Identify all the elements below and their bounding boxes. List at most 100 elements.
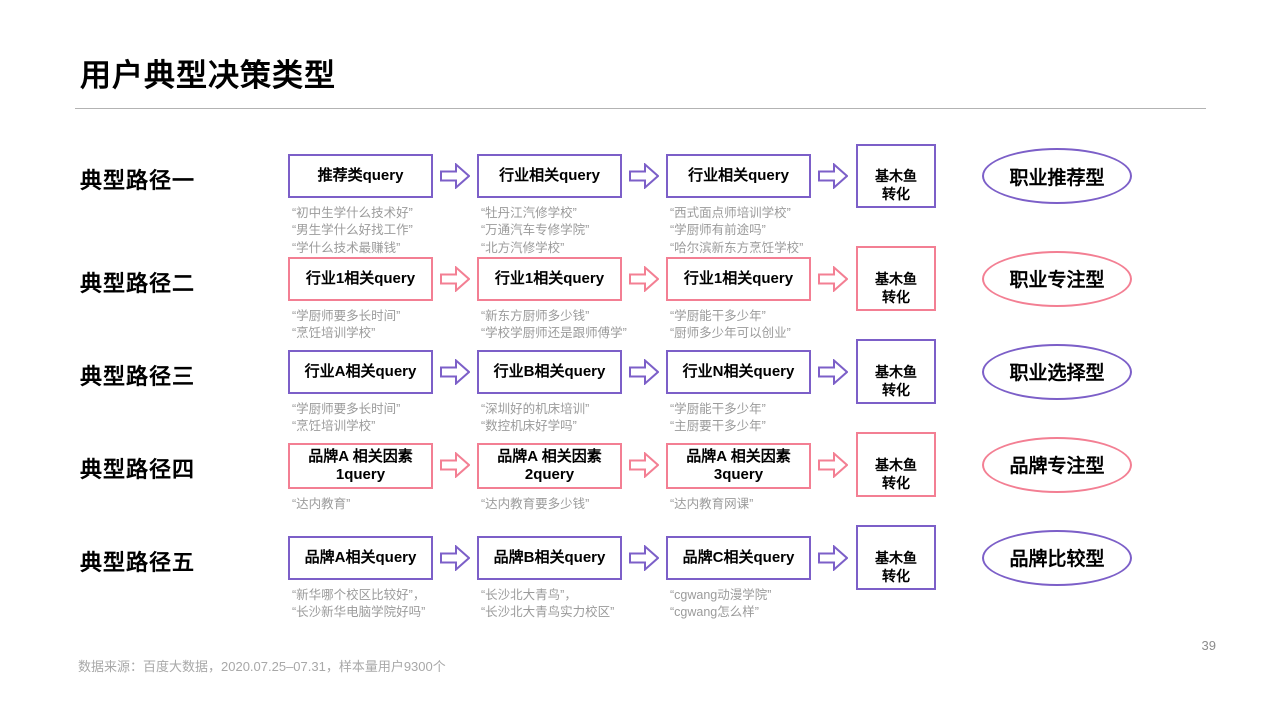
query-step: 品牌A相关query“新华哪个校区比较好”，“长沙新华电脑学院好吗” bbox=[288, 535, 433, 622]
query-example: “厨师多少年可以创业” bbox=[670, 326, 791, 340]
query-box: 行业相关query bbox=[477, 154, 622, 198]
query-example: “cgwang怎么样” bbox=[670, 605, 759, 619]
arrow-right-icon bbox=[622, 257, 666, 301]
query-box: 推荐类query bbox=[288, 154, 433, 198]
query-example: “万通汽车专修学院” bbox=[481, 223, 590, 238]
conversion-box-label: 基木鱼 转化 bbox=[875, 456, 917, 491]
query-example: “学厨师有前途吗” bbox=[670, 223, 766, 238]
query-examples: “深圳好的机床培训” “数控机床好学吗” bbox=[477, 401, 622, 436]
query-box: 品牌C相关query bbox=[666, 535, 811, 580]
query-example: “长沙北大青鸟”， bbox=[481, 587, 577, 602]
query-example: “北方汽修学校” bbox=[481, 240, 565, 255]
query-step: 行业1相关query“学厨师要多长时间”“烹饪培训学校” bbox=[288, 256, 433, 343]
arrow-right-icon bbox=[433, 536, 477, 580]
query-step: 行业N相关query “学厨能干多少年” “主厨要干多少年” bbox=[666, 349, 811, 436]
arrow-right-icon bbox=[811, 536, 855, 580]
query-examples: “达内教育” bbox=[288, 496, 433, 513]
query-step: 品牌C相关query “cgwang动漫学院” “cgwang怎么样” bbox=[666, 535, 811, 622]
arrow-right-icon bbox=[811, 350, 855, 394]
conversion-box: 基木鱼 转化 bbox=[856, 246, 936, 312]
query-example: “深圳好的机床培训” bbox=[481, 401, 590, 416]
query-example: “男生学什么好找工作” bbox=[292, 223, 413, 238]
conversion-box: 基木鱼 转化 bbox=[856, 339, 936, 405]
query-box: 行业B相关query bbox=[477, 349, 622, 394]
query-box: 行业1相关query bbox=[288, 256, 433, 301]
query-step: 品牌A 相关因素 3query “达内教育网课” bbox=[666, 442, 811, 513]
query-example: “牡丹江汽修学校” bbox=[481, 206, 577, 220]
query-example: “长沙北大青鸟实力校区” bbox=[481, 605, 615, 619]
result-ellipse-label: 职业选择型 bbox=[1009, 363, 1105, 385]
query-examples: “新东方厨师多少钱” “学校学厨师还是跟师傅学” bbox=[477, 308, 627, 343]
query-step: 行业1相关query “新东方厨师多少钱” “学校学厨师还是跟师傅学” bbox=[477, 256, 627, 343]
query-step: 品牌A 相关因素 1query“达内教育” bbox=[288, 442, 433, 513]
query-examples: “学厨能干多少年” “厨师多少年可以创业” bbox=[666, 308, 811, 343]
title-divider bbox=[75, 108, 1206, 109]
query-step: 品牌A 相关因素 2query “达内教育要多少钱” bbox=[477, 442, 622, 513]
query-example: “初中生学什么技术好” bbox=[292, 206, 413, 220]
path-label: 典型路径四 bbox=[80, 456, 196, 482]
conversion-box: 基木鱼 转化 bbox=[856, 143, 936, 209]
query-example: “数控机床好学吗” bbox=[481, 419, 577, 433]
arrow-right-icon bbox=[622, 350, 666, 394]
arrow-right-icon bbox=[433, 350, 477, 394]
query-example: “哈尔滨新东方烹饪学校” bbox=[670, 240, 804, 255]
path-label: 典型路径五 bbox=[80, 549, 196, 575]
query-example: “学校学厨师还是跟师傅学” bbox=[481, 326, 627, 340]
query-step: 行业相关query“西式面点师培训学校”“学厨师有前途吗”“哈尔滨新东方烹饪学校… bbox=[666, 154, 811, 257]
query-box: 品牌A 相关因素 2query bbox=[477, 442, 622, 489]
query-example: “西式面点师培训学校” bbox=[670, 206, 791, 220]
conversion-box-wrap: 基木鱼 转化 bbox=[855, 525, 937, 591]
query-example: “烹饪培训学校” bbox=[292, 419, 376, 433]
query-step: 行业A相关query “学厨师要多长时间” “烹饪培训学校” bbox=[288, 349, 433, 436]
query-example: “学厨师要多长时间” bbox=[292, 401, 401, 416]
arrow-right-icon bbox=[811, 257, 855, 301]
query-example: “新东方厨师多少钱” bbox=[481, 308, 590, 323]
arrow-right-icon bbox=[433, 257, 477, 301]
query-example: “达内教育要多少钱” bbox=[481, 496, 590, 511]
query-example: “长沙新华电脑学院好吗” bbox=[292, 605, 426, 619]
arrow-right-icon bbox=[433, 154, 477, 198]
arrow-right-icon bbox=[622, 536, 666, 580]
result-ellipse: 职业选择型 bbox=[982, 343, 1132, 400]
query-step: 推荐类query“初中生学什么技术好”“男生学什么好找工作”“学什么技术最赚钱” bbox=[288, 154, 433, 257]
path-row-4: 典型路径四 品牌A 相关因素 1query“达内教育” 品牌A 相关因素 2que… bbox=[80, 432, 1280, 536]
query-box: 行业A相关query bbox=[288, 349, 433, 394]
data-source-note: 数据来源：百度大数据，2020.07.25–07.31，样本量用户9300个 bbox=[78, 659, 446, 674]
query-example: “新华哪个校区比较好”， bbox=[292, 587, 426, 602]
path-row-1: 典型路径一 推荐类query“初中生学什么技术好”“男生学什么好找工作”“学什么… bbox=[80, 143, 1280, 257]
query-example: “学厨能干多少年” bbox=[670, 401, 766, 416]
query-step: 品牌B相关query“长沙北大青鸟”，“长沙北大青鸟实力校区” bbox=[477, 535, 622, 622]
result-ellipse-label: 职业专注型 bbox=[1009, 270, 1105, 292]
query-examples: “达内教育网课” bbox=[666, 496, 811, 513]
conversion-box-label: 基木鱼 转化 bbox=[875, 270, 917, 305]
path-label: 典型路径二 bbox=[80, 270, 196, 296]
page-number: 39 bbox=[1201, 638, 1216, 653]
arrow-right-icon bbox=[622, 443, 666, 487]
conversion-box-label: 基木鱼 转化 bbox=[875, 167, 917, 203]
result-ellipse: 品牌专注型 bbox=[982, 436, 1132, 493]
query-box: 行业1相关query bbox=[666, 256, 811, 301]
query-example: “主厨要干多少年” bbox=[670, 419, 766, 433]
query-example: “达内教育” bbox=[292, 496, 351, 511]
conversion-box-wrap: 基木鱼 转化 bbox=[855, 339, 937, 405]
query-examples: “牡丹江汽修学校” “万通汽车专修学院” “北方汽修学校” bbox=[477, 205, 622, 257]
query-example: “烹饪培训学校” bbox=[292, 326, 376, 340]
arrow-right-icon bbox=[433, 443, 477, 487]
query-example: “cgwang动漫学院” bbox=[670, 587, 772, 602]
conversion-box: 基木鱼 转化 bbox=[856, 525, 936, 591]
slide-header: 用户典型决策类型 bbox=[0, 0, 1280, 95]
result-ellipse-label: 品牌专注型 bbox=[1009, 456, 1105, 478]
query-examples: “初中生学什么技术好”“男生学什么好找工作”“学什么技术最赚钱” bbox=[288, 205, 433, 257]
paths-container: 典型路径一 推荐类query“初中生学什么技术好”“男生学什么好找工作”“学什么… bbox=[0, 143, 1280, 629]
result-ellipse: 职业推荐型 bbox=[982, 148, 1132, 204]
conversion-box-label: 基木鱼 转化 bbox=[875, 549, 917, 584]
query-box: 行业N相关query bbox=[666, 349, 811, 394]
query-step: 行业B相关query “深圳好的机床培训” “数控机床好学吗” bbox=[477, 349, 622, 436]
query-box: 品牌A 相关因素 3query bbox=[666, 442, 811, 489]
query-box: 行业1相关query bbox=[477, 256, 622, 301]
arrow-right-icon bbox=[811, 443, 855, 487]
path-row-3: 典型路径三 行业A相关query“学厨师要多长时间”“烹饪培训学校”行业B相关q… bbox=[80, 339, 1280, 443]
query-example: “学厨能干多少年” bbox=[670, 308, 766, 323]
query-examples: “cgwang动漫学院” “cgwang怎么样” bbox=[666, 587, 811, 622]
